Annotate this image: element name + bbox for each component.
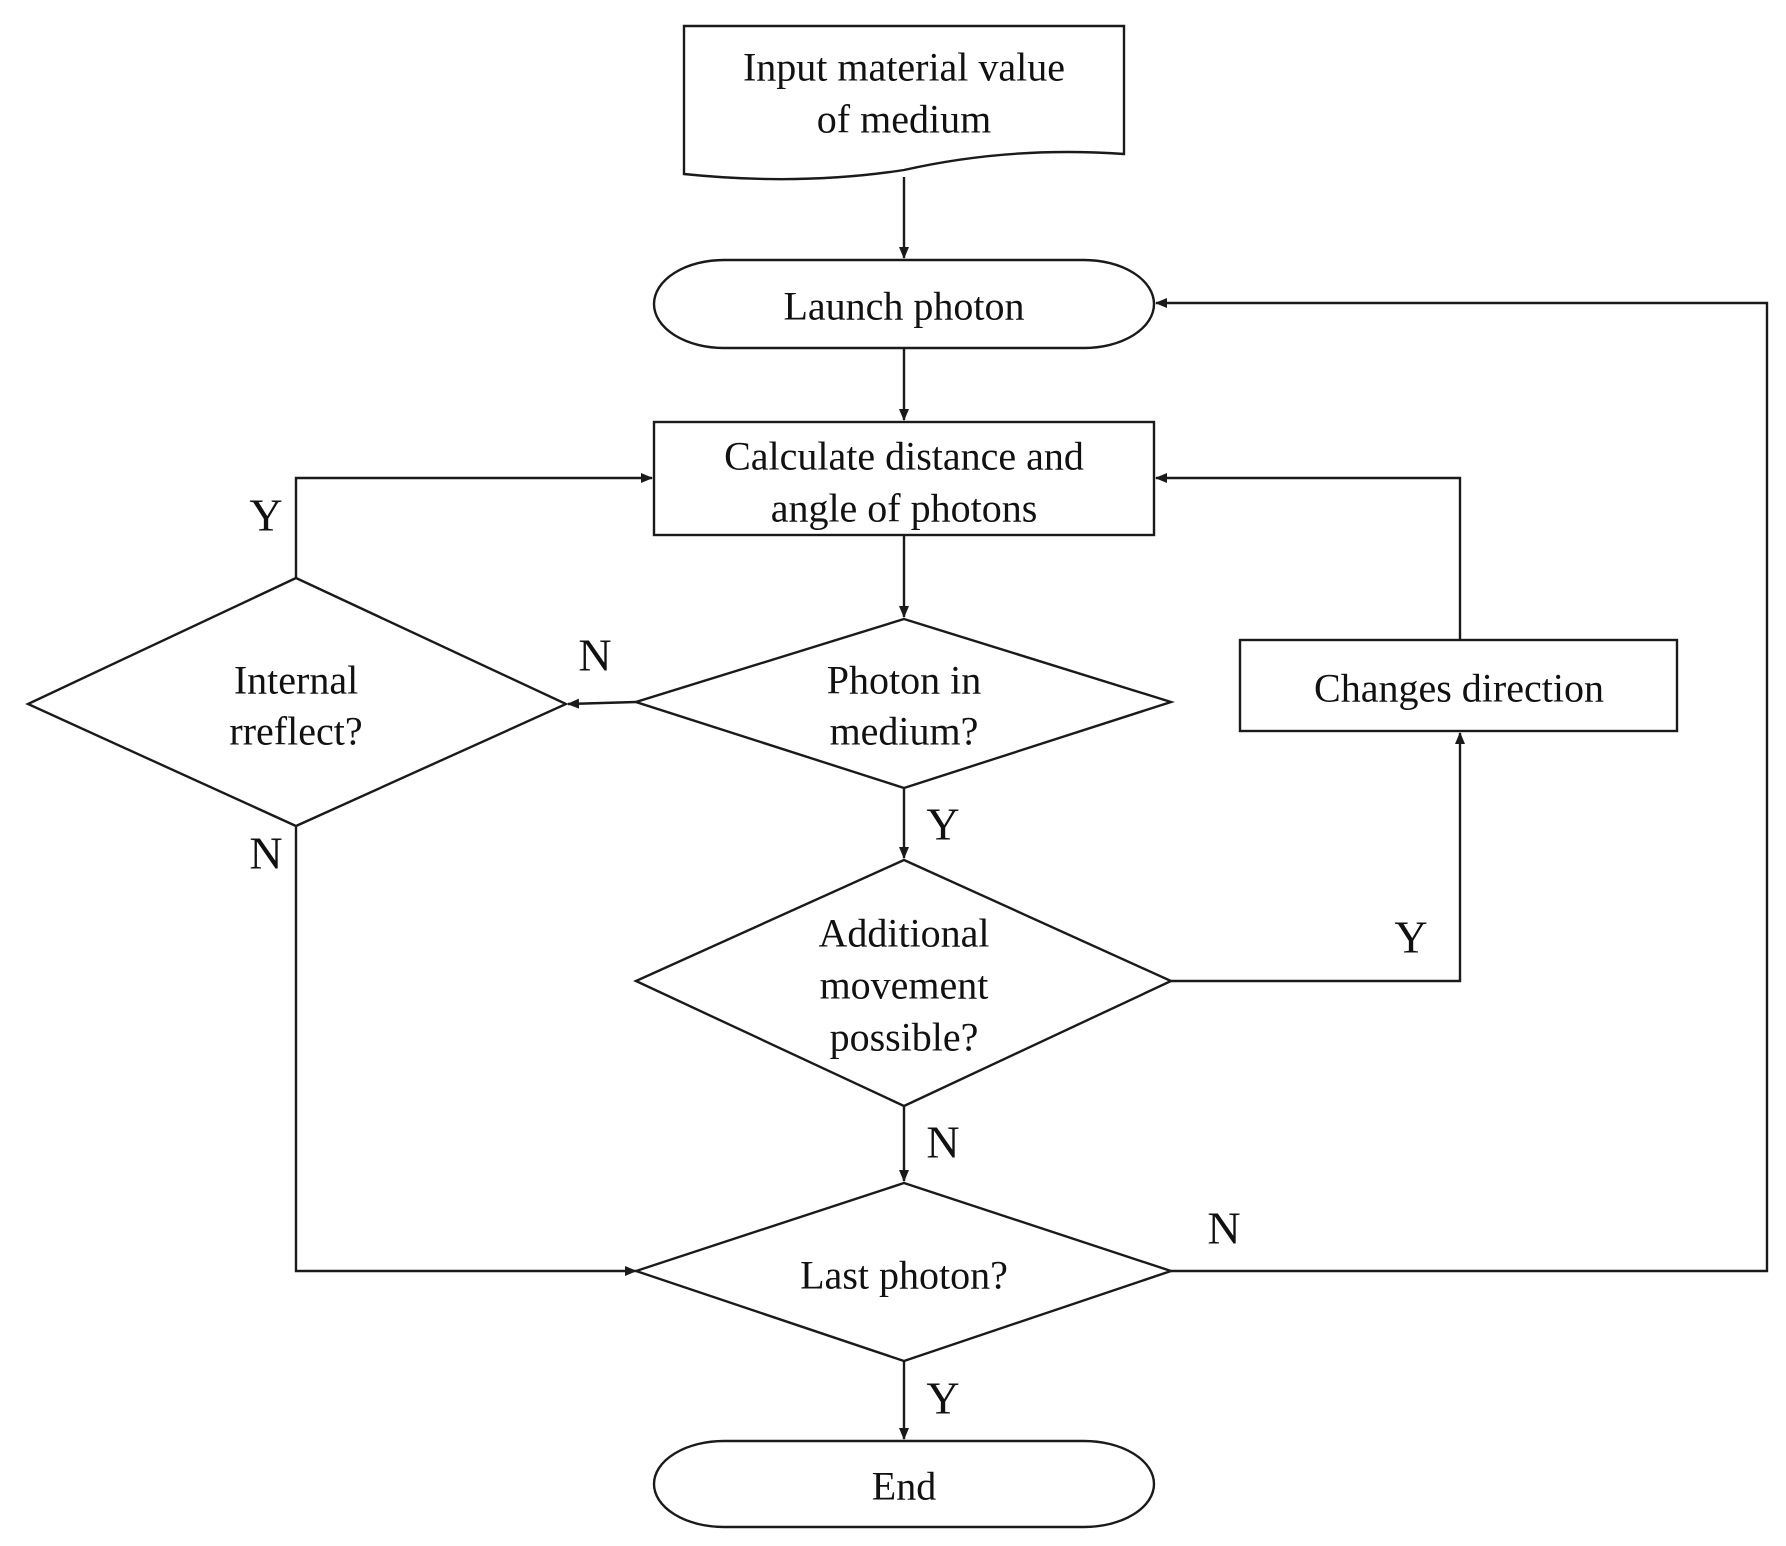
branch-label-movement-no: N [926,1117,959,1168]
last-photon-decision: Last photon? [632,1181,1175,1363]
branch-label-movement-yes: Y [1394,912,1427,963]
edge-last-no-to-launch [1155,298,1769,1273]
edge-changes-to-calculate [1155,473,1462,640]
additional-movement-label-line2: movement [820,963,989,1008]
calculate-process: Calculate distance and angle of photons [652,420,1156,537]
photon-in-medium-decision: Photon in medium? [632,617,1175,790]
edge-reflect-no-to-last [294,826,637,1276]
last-photon-label: Last photon? [800,1253,1008,1298]
calculate-label-line2: angle of photons [771,486,1038,531]
end-label: End [872,1464,936,1509]
launch-label: Launch photon [783,284,1024,329]
input-material-document: Input material value of medium [682,24,1126,181]
edge-reflect-yes-to-calculate [294,473,653,578]
changes-direction-process: Changes direction [1238,638,1679,733]
internal-reflect-label-line1: Internal [234,658,358,703]
branch-label-reflect-yes: Y [249,490,282,541]
additional-movement-decision: Additional movement possible? [633,858,1174,1108]
edge-movement-yes-to-changes [1171,732,1465,983]
changes-direction-label: Changes direction [1314,666,1604,711]
branch-label-last-no: N [1207,1203,1240,1254]
internal-reflect-decision: Internal rreflect? [25,576,569,828]
calculate-label-line1: Calculate distance and [724,434,1084,479]
branch-label-medium-yes: Y [926,799,959,850]
edge-medium-no-to-reflect [567,698,637,709]
branch-label-medium-no: N [578,630,611,681]
photon-in-medium-label-line2: medium? [830,709,979,754]
branch-label-reflect-no: N [249,828,282,879]
additional-movement-label-line3: possible? [830,1015,979,1060]
branch-label-last-yes: Y [926,1373,959,1424]
photon-in-medium-label-line1: Photon in [827,658,981,703]
input-label-line2: of medium [817,97,991,142]
internal-reflect-label-line2: rreflect? [229,709,362,754]
end-terminator: End [652,1439,1156,1529]
input-label-line1: Input material value [743,45,1065,90]
additional-movement-label-line1: Additional [818,911,989,956]
launch-photon-terminator: Launch photon [652,258,1156,350]
